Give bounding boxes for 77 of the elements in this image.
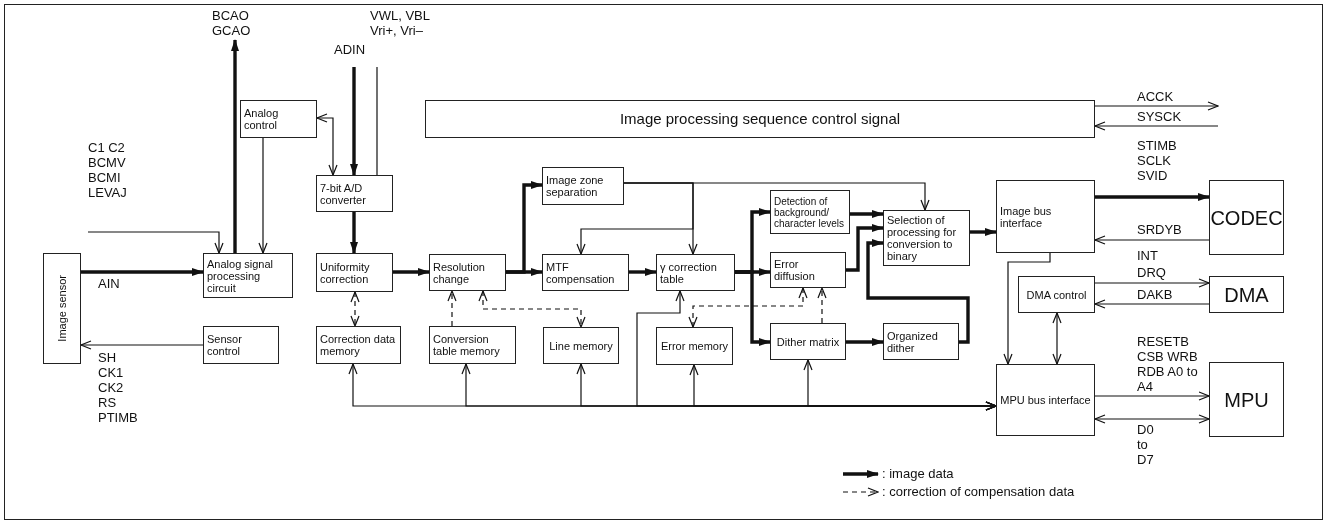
process-block: Error diffusion bbox=[770, 252, 846, 288]
dashed-arrow bbox=[447, 290, 457, 327]
process-block: MTF compensation bbox=[542, 254, 629, 291]
device-box: DMA bbox=[1209, 276, 1284, 313]
arrow bbox=[735, 270, 771, 346]
arrow bbox=[1094, 235, 1210, 245]
dashed-arrow bbox=[688, 287, 808, 328]
arrow bbox=[629, 268, 657, 276]
arrow bbox=[316, 113, 338, 176]
arrow bbox=[1094, 414, 1210, 424]
process-block: Image zone separation bbox=[542, 167, 624, 205]
signal-label: STIMB SCLK SVID bbox=[1137, 138, 1177, 183]
arrow bbox=[850, 210, 884, 218]
arrow bbox=[866, 239, 970, 344]
arrow bbox=[576, 182, 694, 255]
dashed-arrow bbox=[350, 291, 360, 327]
arrow bbox=[80, 340, 204, 350]
signal-label: DRQ bbox=[1137, 265, 1166, 280]
arrow bbox=[1094, 278, 1210, 288]
arrow bbox=[1094, 299, 1210, 309]
device-box: MPU bbox=[1209, 362, 1284, 437]
process-block: Correction data memory bbox=[316, 326, 401, 364]
process-block: Conversion table memory bbox=[429, 326, 516, 364]
arrow bbox=[506, 268, 543, 276]
signal-label: BCAO GCAO bbox=[212, 8, 251, 38]
arrow bbox=[1052, 312, 1062, 365]
dashed-arrow bbox=[817, 287, 827, 324]
legend-text: : correction of compensation data bbox=[882, 484, 1075, 499]
arrow bbox=[970, 228, 997, 236]
dashed-arrow bbox=[478, 290, 586, 328]
signal-line bbox=[376, 66, 378, 176]
process-block: Uniformity correction bbox=[316, 253, 393, 292]
process-block: DMA control bbox=[1018, 276, 1095, 313]
legend-text: : image data bbox=[882, 466, 954, 481]
sensor-box: Image sensor bbox=[43, 253, 81, 364]
control-signal-bar: Image processing sequence control signal bbox=[425, 100, 1095, 138]
arrow bbox=[258, 137, 268, 254]
process-block: Error memory bbox=[656, 327, 733, 365]
arrow bbox=[350, 67, 358, 176]
signal-label: D0 to D7 bbox=[1137, 422, 1154, 467]
process-block: Dither matrix bbox=[770, 323, 846, 360]
arrow bbox=[231, 39, 239, 253]
arrow bbox=[393, 268, 430, 276]
signal-label: SH CK1 CK2 RS PTIMB bbox=[98, 350, 138, 425]
arrow bbox=[87, 231, 224, 254]
arrow bbox=[1003, 252, 1051, 365]
signal-label: ACCK bbox=[1137, 89, 1174, 104]
signal-label: INT bbox=[1137, 248, 1158, 263]
process-block: Line memory bbox=[543, 327, 619, 364]
process-block: Selection of processing for conversion to binary bbox=[883, 210, 970, 266]
arrow bbox=[1094, 121, 1219, 131]
signal-label: AIN bbox=[98, 276, 120, 291]
process-block: 7-bit A/D converter bbox=[316, 175, 393, 212]
arrow bbox=[1094, 101, 1219, 111]
process-block: MPU bus interface bbox=[996, 364, 1095, 436]
process-block: Analog signal processing circuit bbox=[203, 253, 293, 298]
arrow bbox=[350, 212, 358, 254]
arrow bbox=[1095, 193, 1210, 201]
signal-label: RESETB CSB WRB RDB A0 to A4 bbox=[1137, 334, 1199, 394]
process-block: Resolution change bbox=[429, 254, 506, 291]
process-block: Organized dither bbox=[883, 323, 959, 360]
process-block: Sensor control bbox=[203, 326, 279, 364]
arrow bbox=[846, 338, 884, 346]
process-block: Image bus interface bbox=[996, 180, 1095, 253]
arrow bbox=[1094, 391, 1210, 401]
signal-label: DAKB bbox=[1137, 287, 1173, 302]
signal-label: C1 C2 BCMV BCMI LEVAJ bbox=[88, 140, 127, 200]
signal-label: SYSCK bbox=[1137, 109, 1182, 124]
arrow bbox=[846, 224, 884, 272]
arrow bbox=[81, 268, 204, 276]
arrow bbox=[803, 359, 997, 411]
signal-label: ADIN bbox=[334, 42, 366, 57]
process-block: γ correction table bbox=[656, 254, 735, 291]
device-box: CODEC bbox=[1209, 180, 1284, 255]
process-block: Analog control bbox=[240, 100, 317, 138]
process-block: Detection of background/ character levels bbox=[770, 190, 850, 234]
signal-label: SRDYB bbox=[1137, 222, 1182, 237]
